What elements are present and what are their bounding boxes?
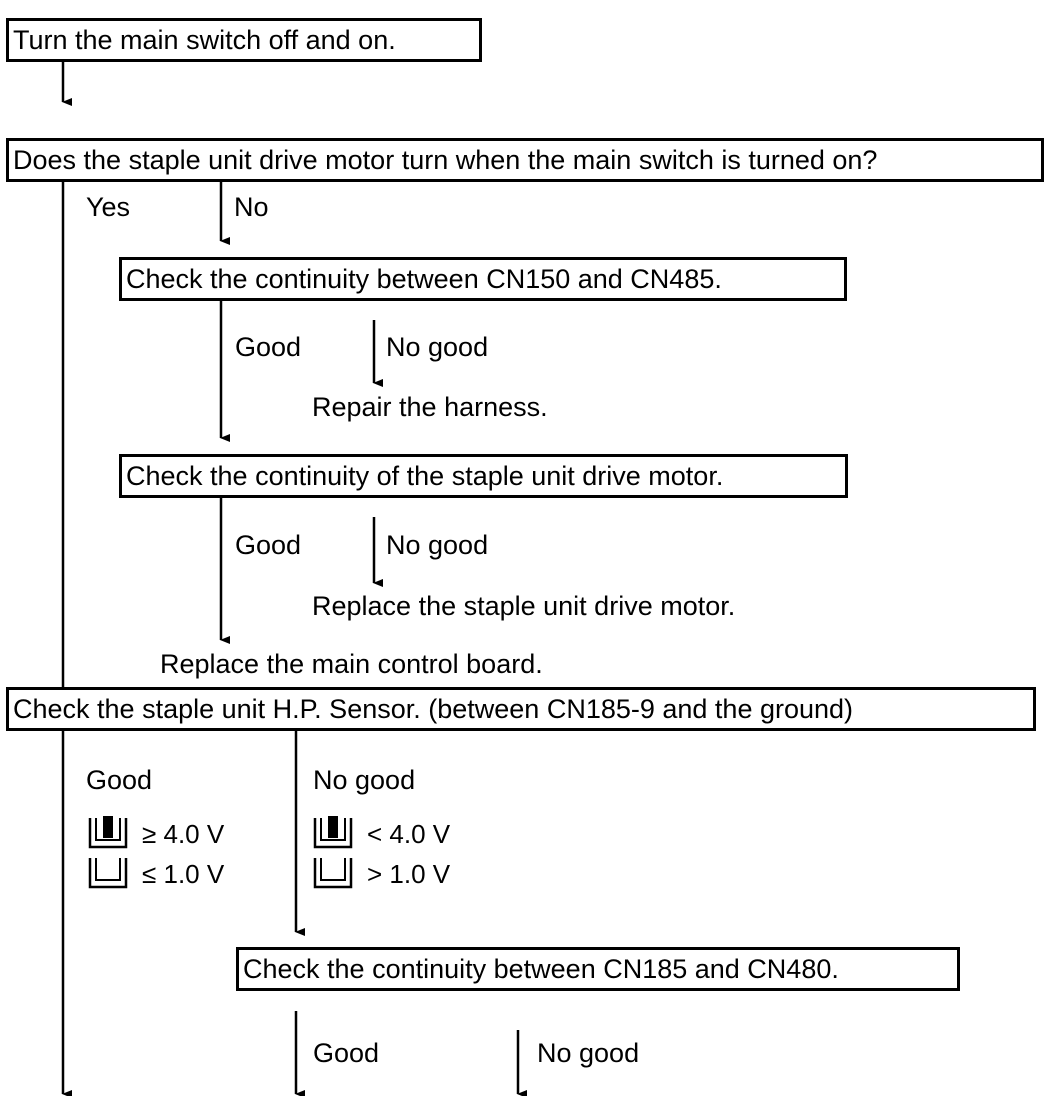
cn150-nogood-label: No good (386, 332, 489, 362)
sensor-blocked-icon (88, 816, 128, 849)
no-label: No (234, 192, 269, 222)
replace-motor-text: Replace the staple unit drive motor. (312, 591, 736, 621)
sensor-open-icon (313, 858, 353, 889)
nogood-blocked-reading: < 4.0 V (367, 819, 451, 849)
nogood-open-reading: > 1.0 V (367, 859, 451, 889)
cn185-nogood-label: No good (537, 1038, 640, 1068)
yes-label: Yes (86, 192, 131, 222)
hp-nogood-label: No good (313, 765, 416, 795)
check-cn150-box: Check the continuity between CN150 and C… (119, 257, 847, 301)
check-cn185-box: Check the continuity between CN185 and C… (236, 947, 960, 991)
motor-nogood-label: No good (386, 530, 489, 560)
sensor-blocked-icon (313, 816, 353, 849)
sensor-open-icon (88, 858, 128, 889)
hp-good-label: Good (86, 765, 153, 795)
cn150-good-label: Good (235, 332, 302, 362)
question-motor-box: Does the staple unit drive motor turn wh… (6, 138, 1044, 182)
good-open-reading: ≤ 1.0 V (142, 859, 225, 889)
motor-good-label: Good (235, 530, 302, 560)
start-box: Turn the main switch off and on. (6, 18, 482, 62)
good-blocked-reading: ≥ 4.0 V (142, 819, 225, 849)
repair-harness-text: Repair the harness. (312, 392, 548, 422)
replace-board-text: Replace the main control board. (160, 649, 543, 679)
check-motor-box: Check the continuity of the staple unit … (119, 454, 848, 498)
check-hp-sensor-box: Check the staple unit H.P. Sensor. (betw… (6, 687, 1036, 731)
cn185-good-label: Good (313, 1038, 380, 1068)
